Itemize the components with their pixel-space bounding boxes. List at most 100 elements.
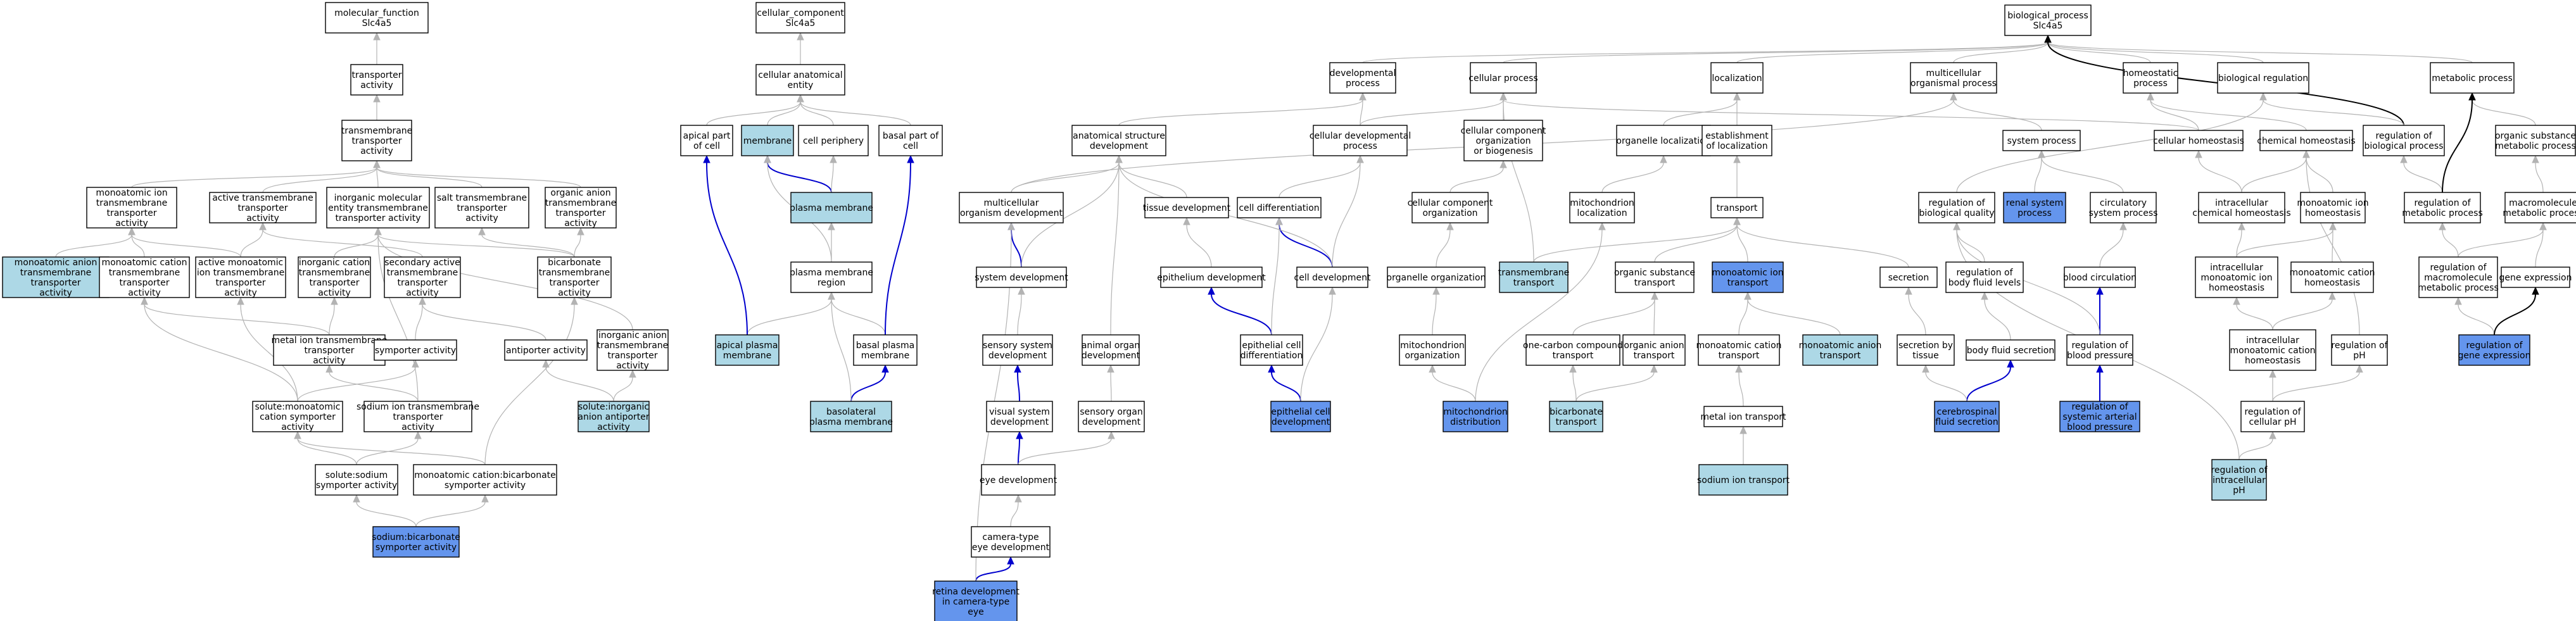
node-oloc[interactable]: organelle localization [1616,125,1711,156]
node-antia[interactable]: antiporter activity [504,339,588,361]
node-edev[interactable]: epithelium development [1157,267,1266,288]
node-sata[interactable]: secondary activetransmembranetransporter… [384,256,461,298]
node-cdiff[interactable]: cell differentiation [1237,197,1322,218]
node-cellp[interactable]: cellular process [1468,62,1538,94]
node-mitta[interactable]: monoatomic iontransmembranetransporterac… [86,187,177,229]
node-ssp[interactable]: system process [2002,130,2081,151]
node-breg[interactable]: biological regulation [2217,62,2309,94]
node-bcir[interactable]: blood circulation [2063,267,2137,288]
node-maitta[interactable]: monoatomic aniontransmembranetransporter… [2,256,110,298]
node-mitr[interactable]: metal ion transport [1700,406,1786,427]
node-oorg[interactable]: organelle organization [1387,267,1486,288]
node-chom[interactable]: cellular homeostasis [2153,130,2244,151]
node-loc[interactable]: localization [1710,62,1764,94]
node-iaitta[interactable]: inorganic aniontransmembranetransportera… [597,329,669,371]
node-syma[interactable]: symporter activity [374,339,457,361]
node-sit[interactable]: sodium ion transport [1697,464,1790,496]
node-mcitta[interactable]: monoatomic cationtransmembranetransporte… [99,256,190,298]
node-chhom[interactable]: chemical homeostasis [2257,130,2356,151]
node-sdev[interactable]: system development [975,267,1068,288]
node-sitta[interactable]: sodium ion transmembranetransporteractiv… [357,401,479,432]
node-gexp[interactable]: gene expression [2499,267,2572,288]
node-btta[interactable]: bicarbonatetransmembranetransporteractiv… [537,256,612,298]
node-secr[interactable]: secretion [1879,267,1938,288]
node-icitta[interactable]: inorganic cationtransmembranetransporter… [298,256,371,298]
node-trans[interactable]: transport [1710,197,1764,218]
node-oatta[interactable]: organic aniontransmembranetransporteract… [545,187,617,229]
node-cdev[interactable]: cell development [1294,267,1371,288]
node-cp[interactable]: cell periphery [798,125,869,156]
node-mem[interactable]: membrane [741,125,794,156]
node-metta[interactable]: metal ion transmembranetransporteractivi… [271,334,388,366]
node-metp[interactable]: metabolic process [2430,62,2515,94]
node-pm[interactable]: plasma membrane [790,192,873,223]
